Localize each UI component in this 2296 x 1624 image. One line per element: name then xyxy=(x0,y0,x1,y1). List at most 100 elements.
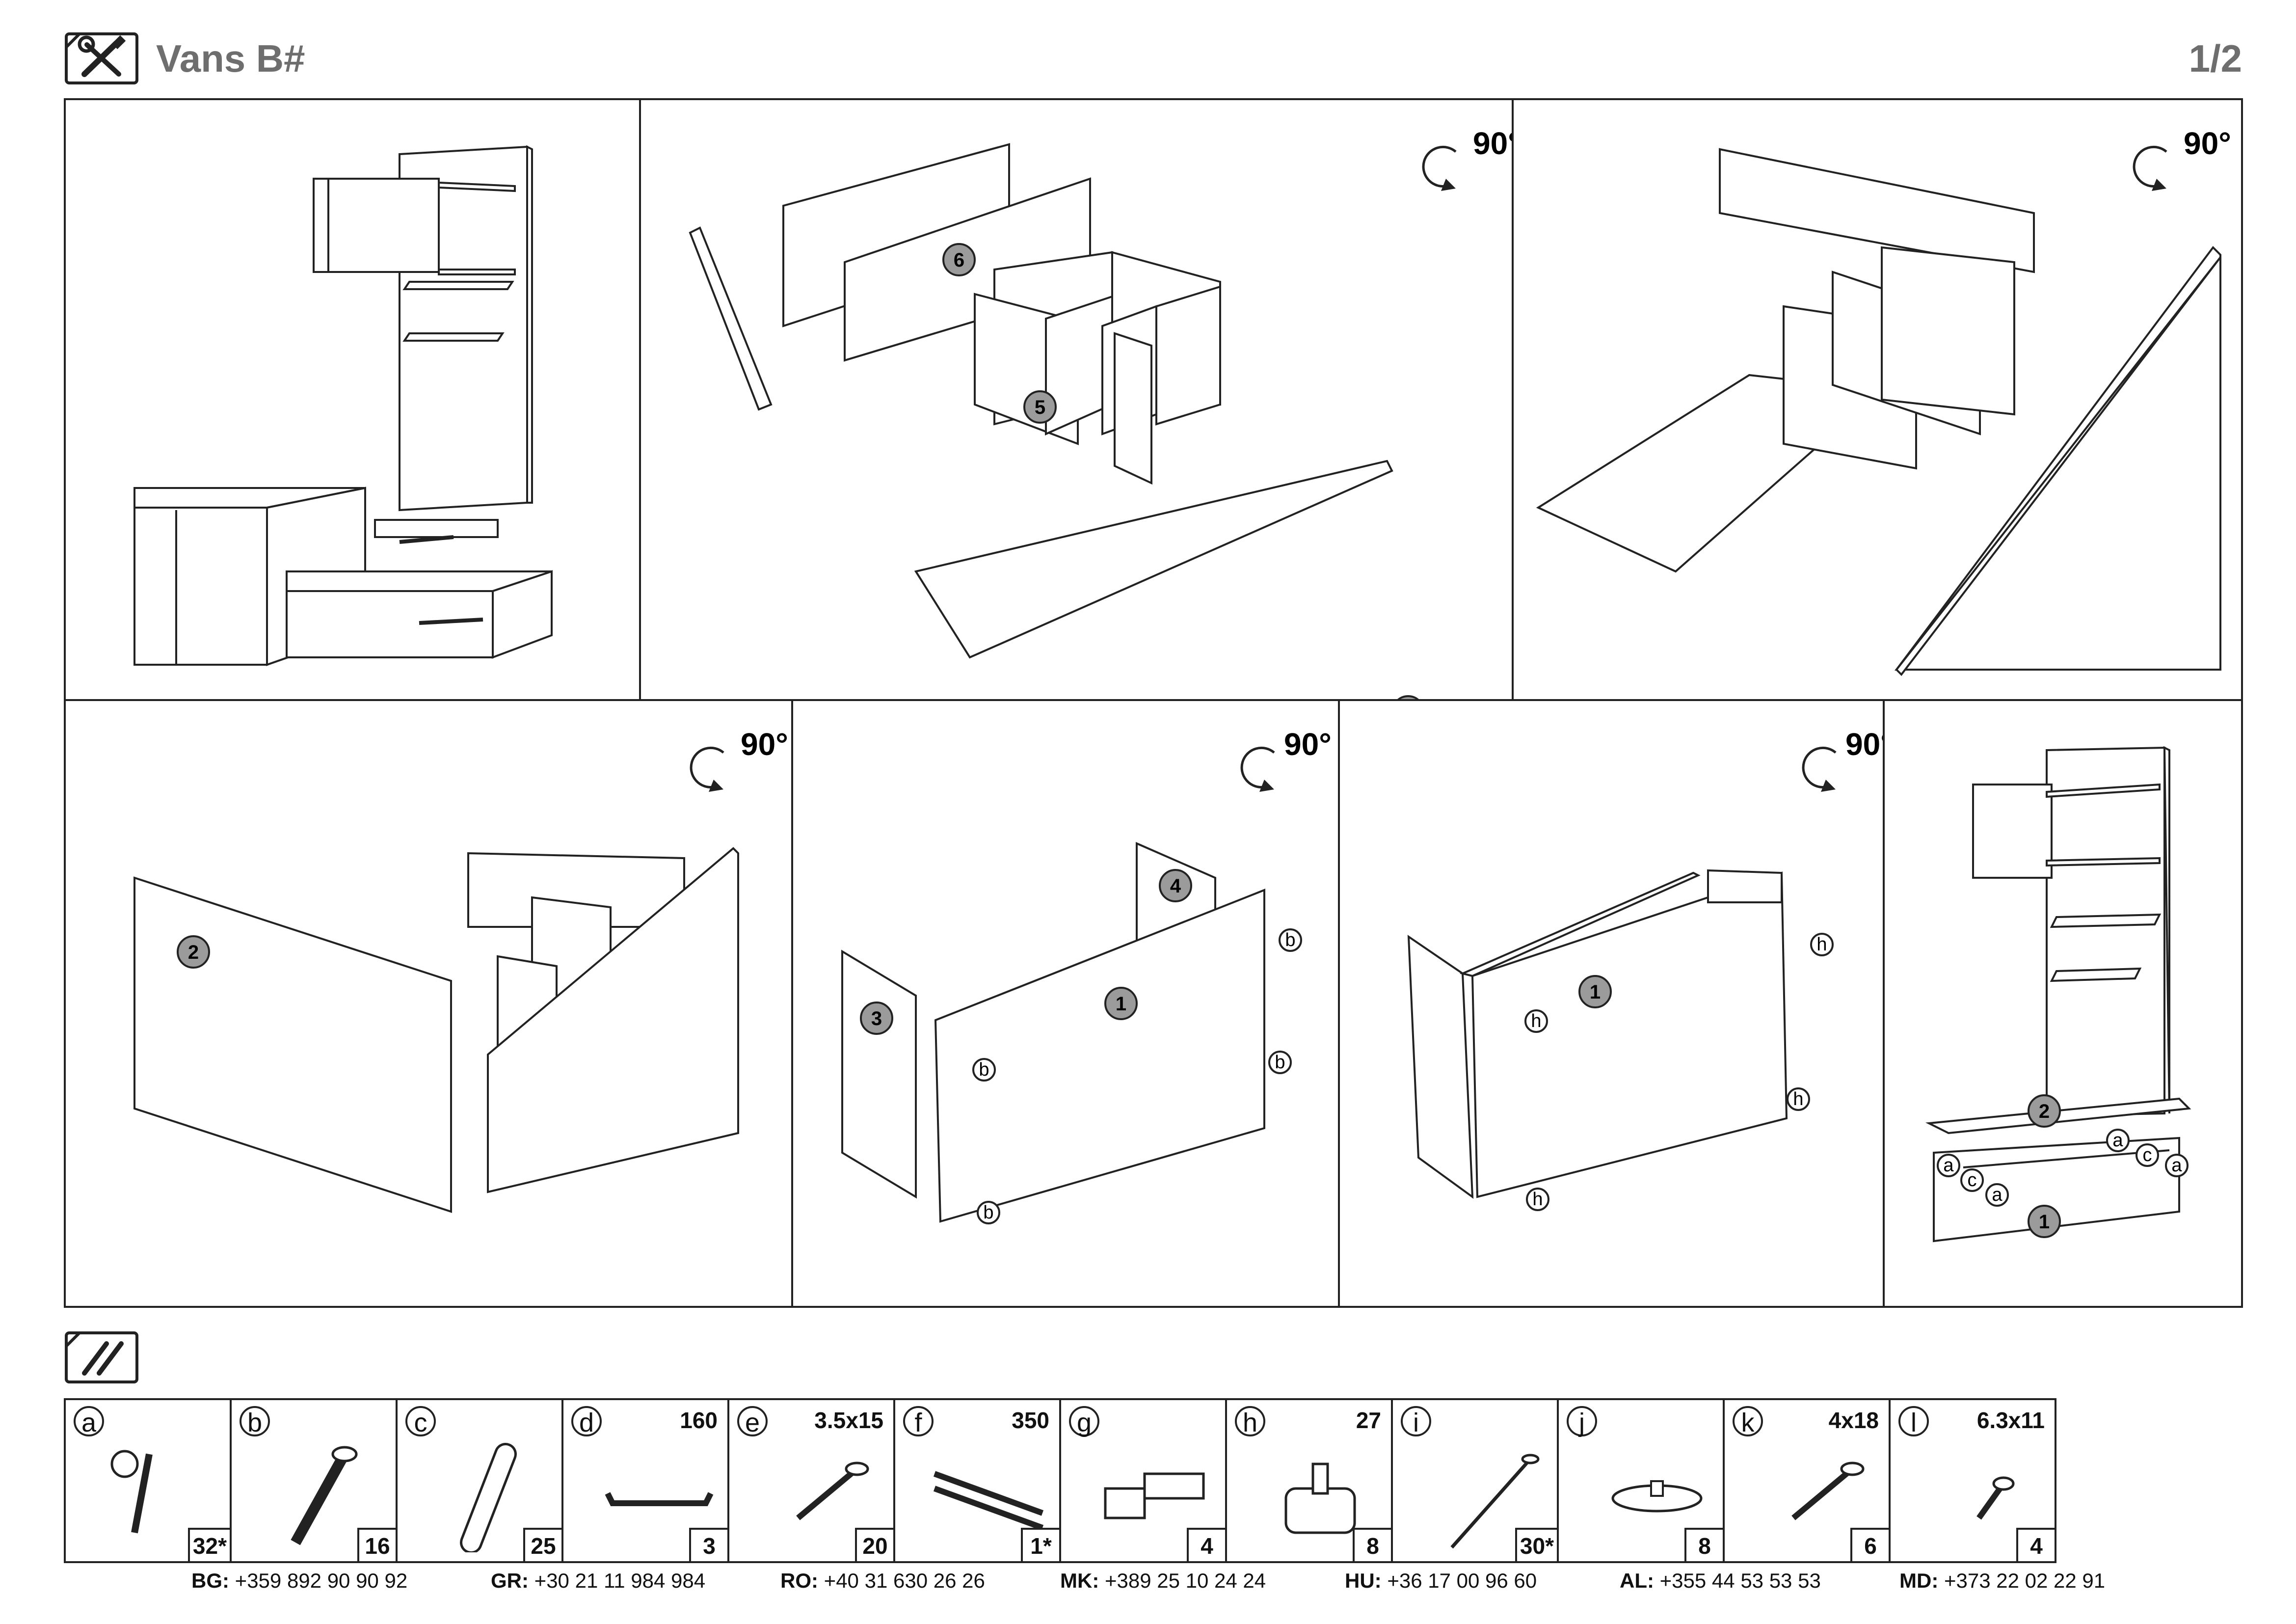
connector-label: h xyxy=(1526,1188,1549,1211)
phone-number: +373 22 02 22 91 xyxy=(1944,1569,2106,1592)
connector-label: b xyxy=(1279,928,1302,952)
connector-label: b xyxy=(1268,1051,1292,1074)
page-title: Vans B# xyxy=(156,37,305,80)
svg-text:b: b xyxy=(1285,930,1295,950)
svg-text:h: h xyxy=(1793,1089,1803,1110)
hardware-letter: h xyxy=(1235,1406,1265,1437)
header: Vans B# 1/2 xyxy=(0,0,2296,93)
svg-text:1: 1 xyxy=(2039,1211,2050,1233)
svg-text:h: h xyxy=(1816,934,1827,955)
rotation-label: 90° xyxy=(1473,126,1514,161)
panel-step-side: 90° 2bbbb xyxy=(64,699,793,1308)
hardware-cell-h: h 27 8 xyxy=(1225,1398,1393,1563)
svg-text:3: 3 xyxy=(871,1008,882,1029)
connector-label: c xyxy=(2136,1143,2159,1167)
step-drawing: 90° 118acaacacacaaccacaacca xyxy=(1536,126,2231,677)
svg-text:b: b xyxy=(1275,1052,1285,1073)
svg-text:2: 2 xyxy=(188,942,199,963)
hardware-dimension: 6.3x11 xyxy=(1976,1407,2045,1433)
hardware-cell-c: c 25 xyxy=(396,1398,563,1563)
hardware-quantity: 4 xyxy=(1187,1528,1225,1561)
hardware-quantity: 3 xyxy=(689,1528,727,1561)
part-number-badge: 4 xyxy=(1159,869,1192,902)
contact-bg: BG: +359 892 90 90 92 xyxy=(191,1569,407,1593)
part-number-badge: 2 xyxy=(2028,1094,2061,1128)
svg-text:h: h xyxy=(1532,1189,1543,1210)
svg-text:b: b xyxy=(983,1202,993,1223)
hardware-letter: a xyxy=(74,1406,104,1437)
rotation-label: 90° xyxy=(1845,727,1885,762)
hardware-quantity: 25 xyxy=(523,1528,561,1561)
country-code: RO: xyxy=(780,1569,818,1592)
part-number-badge: 2 xyxy=(177,935,210,969)
hardware-quantity: 1* xyxy=(1021,1528,1059,1561)
panel-step-carcass: 90° 6571191056acaacacaccaccaccac xyxy=(639,98,1514,701)
contact-gr: GR: +30 21 11 984 984 xyxy=(491,1569,705,1593)
rotation-label: 90° xyxy=(1284,727,1332,762)
hardware-cell-i: i 30* xyxy=(1391,1398,1559,1563)
connector-label: a xyxy=(1985,1183,2009,1207)
contact-hu: HU: +36 17 00 96 60 xyxy=(1345,1569,1537,1593)
connector-label: b xyxy=(977,1201,1000,1224)
screw-icon xyxy=(1791,1462,1865,1520)
svg-text:b: b xyxy=(979,1059,989,1080)
svg-text:4: 4 xyxy=(1170,875,1181,897)
panel-overview xyxy=(64,98,641,701)
part-number-badge: 1 xyxy=(1578,975,1612,1008)
hardware-letter: j xyxy=(1567,1406,1597,1437)
contact-md: MD: +373 22 02 22 91 xyxy=(1899,1569,2105,1593)
svg-text:6: 6 xyxy=(954,249,964,271)
hardware-letter: f xyxy=(903,1406,934,1437)
rotation-label: 90° xyxy=(2184,126,2231,161)
connector-label: a xyxy=(2165,1154,2189,1177)
hardware-dimension: 350 xyxy=(1012,1407,1049,1433)
leg-icon xyxy=(1284,1462,1356,1534)
wooden-dowel-icon xyxy=(460,1443,517,1552)
hardware-letter: c xyxy=(405,1406,436,1437)
phone-number: +389 25 10 24 24 xyxy=(1104,1569,1266,1592)
hardware-quantity: 8 xyxy=(1353,1528,1391,1561)
hardware-quantity: 4 xyxy=(2016,1528,2055,1561)
part-number-badge: 1 xyxy=(2028,1205,2061,1238)
svg-text:c: c xyxy=(1968,1170,1977,1191)
nail-icon xyxy=(1450,1454,1540,1549)
phone-number: +36 17 00 96 60 xyxy=(1387,1569,1537,1592)
hardware-dimension: 27 xyxy=(1356,1407,1381,1433)
hardware-quantity: 32* xyxy=(187,1528,230,1561)
contact-mk: MK: +389 25 10 24 24 xyxy=(1060,1569,1266,1593)
svg-text:c: c xyxy=(2143,1145,2152,1165)
hardware-cell-f: f 350 1* xyxy=(893,1398,1061,1563)
country-code: GR: xyxy=(491,1569,529,1592)
hardware-letter: d xyxy=(571,1406,602,1437)
connector-label: b xyxy=(972,1058,996,1082)
hardware-letter: i xyxy=(1401,1406,1431,1437)
hardware-letter: g xyxy=(1069,1406,1099,1437)
confirmat-screw-icon xyxy=(291,1446,358,1545)
svg-text:1: 1 xyxy=(1590,981,1601,1003)
contact-al: AL: +355 44 53 53 53 xyxy=(1620,1569,1821,1593)
hardware-quantity: 30* xyxy=(1515,1528,1557,1561)
part-number-badge: 5 xyxy=(1023,390,1057,424)
hardware-quantity: 6 xyxy=(1850,1528,1889,1561)
country-code: AL: xyxy=(1620,1569,1654,1592)
hardware-icon xyxy=(65,1331,138,1383)
rotation-label: 90° xyxy=(741,727,788,762)
part-number-badge: 3 xyxy=(860,1001,893,1035)
phone-number: +30 21 11 984 984 xyxy=(534,1569,706,1592)
cam-lock-icon xyxy=(110,1450,153,1534)
connector-label: c xyxy=(1960,1168,1984,1192)
drawer-runner-icon xyxy=(933,1471,1044,1531)
connector-label: a xyxy=(2106,1129,2130,1152)
